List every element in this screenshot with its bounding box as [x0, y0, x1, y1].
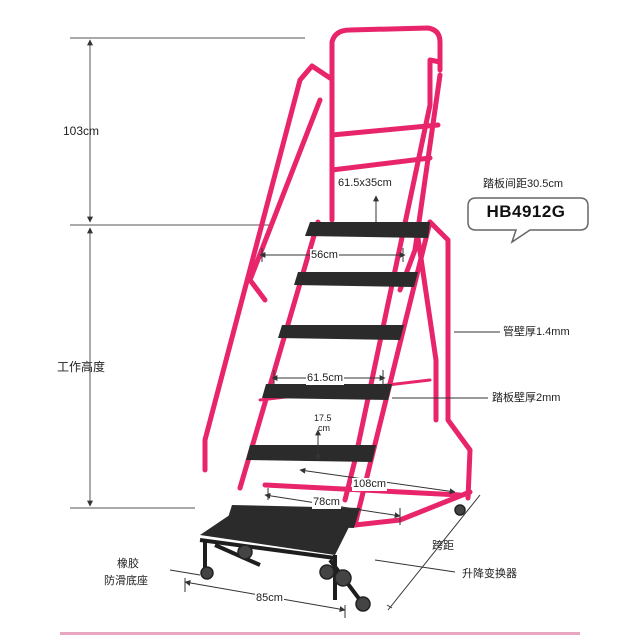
gap-unit-label: cm [318, 423, 330, 433]
work-height-label: 工作高度 [57, 360, 106, 374]
model-badge: HB4912G [470, 195, 600, 243]
span-label: 跨距 [432, 540, 454, 552]
height-dimension-lines [70, 37, 305, 509]
base-width-label: 85cm [255, 592, 284, 605]
treads [226, 222, 430, 528]
gap-value-label: 17.5 [314, 413, 332, 423]
lift-switch-label: 升降变换器 [462, 568, 517, 580]
depth-label: 108cm [352, 478, 388, 491]
tube-wall-label: 管壁厚1.4mm [503, 326, 570, 338]
model-badge-shape [467, 197, 589, 244]
bottom-accent-bar [60, 632, 580, 635]
model-number: HB4912G [486, 202, 566, 221]
base-inner-label: 78cm [312, 496, 341, 509]
guard-height-label: 103cm [63, 124, 100, 138]
wheels [200, 504, 466, 612]
tread-wall-label: 踏板壁厚2mm [492, 392, 561, 404]
platform-size-label: 61.5x35cm [338, 177, 392, 189]
rubber-label-line2: 防滑底座 [104, 575, 148, 587]
top-width-label: 56cm [310, 249, 339, 262]
rubber-label-line1: 橡胶 [117, 558, 139, 570]
step-width-label: 61.5cm [306, 372, 345, 385]
step-spacing-label: 踏板间距30.5cm [483, 178, 564, 190]
